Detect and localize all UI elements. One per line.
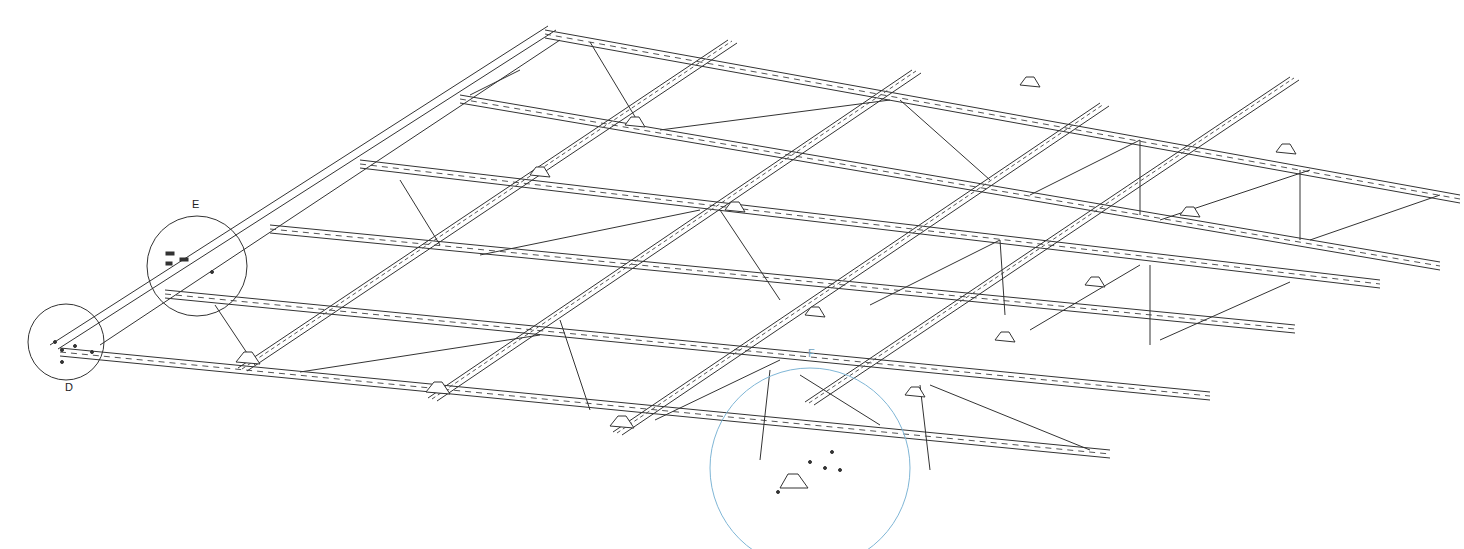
callout-letter: E <box>192 198 199 210</box>
purlin <box>238 40 1299 435</box>
edge-beam <box>50 26 560 349</box>
detail-circle <box>147 216 247 316</box>
callout-letter: D <box>65 381 73 393</box>
callout-letter: F <box>808 347 815 359</box>
brace <box>215 42 1440 470</box>
bolt <box>54 252 842 494</box>
rail <box>60 30 1460 458</box>
detail-circle <box>28 304 104 380</box>
bracket <box>236 77 1296 488</box>
detail-circle <box>710 368 910 549</box>
